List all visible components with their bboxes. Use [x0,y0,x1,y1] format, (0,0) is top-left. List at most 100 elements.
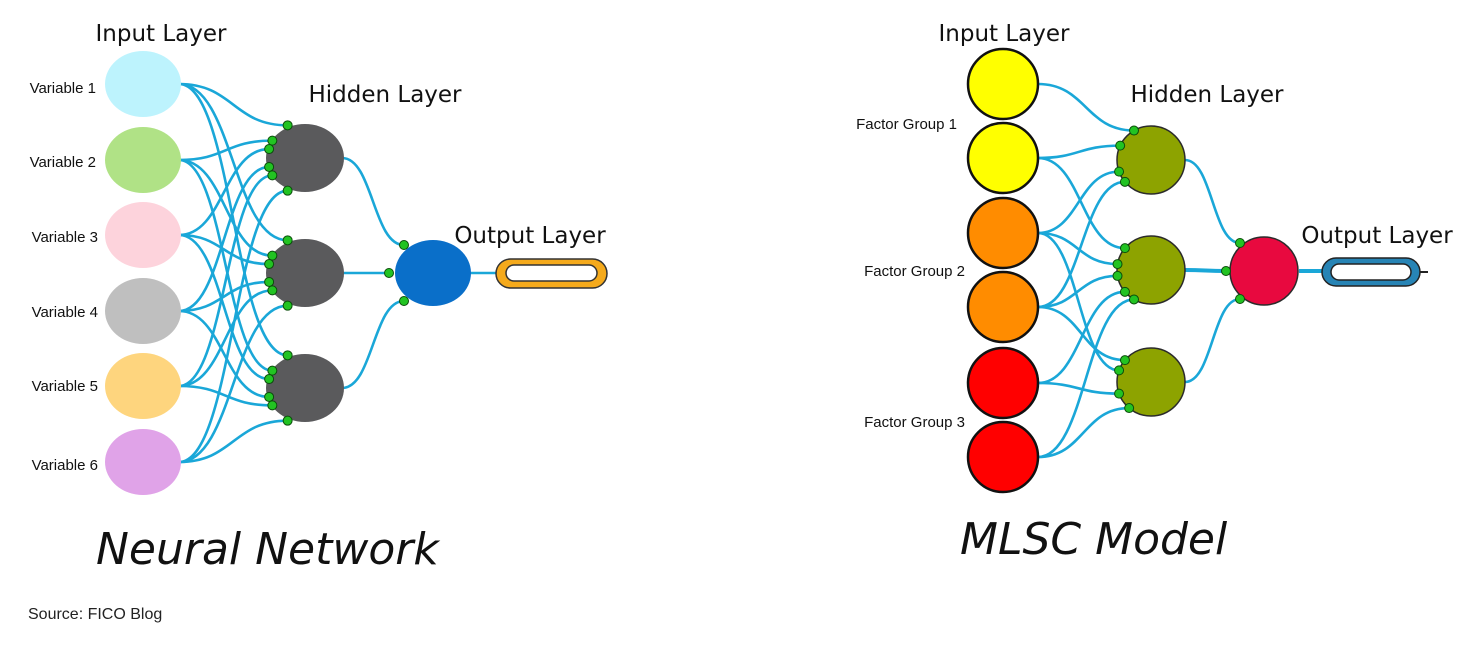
nn-input-hidden-edge [178,147,270,237]
mlsc-input-layer-title: Input Layer [939,21,1071,47]
nn-model-title: Neural Network [96,524,440,575]
nn-input-hidden-edge [178,82,288,242]
mlsc-input-hidden-edge [1037,82,1135,132]
nn-hidden-connector [282,300,293,311]
nn-hidden-connector [282,350,293,361]
nn-input-hidden-edge [178,158,273,257]
nn-input-hidden-edge [178,233,270,266]
mlsc-group-label: Factor Group 2 [864,263,965,280]
nn-input-node [105,127,181,193]
mlsc-hidden-connector [1129,294,1139,305]
mlsc-input-hidden-edge [1037,290,1126,385]
source-note: Source: FICO Blog [28,606,163,623]
nn-output-connector [399,296,409,306]
nn-output-connector [384,268,394,278]
nn-hidden-node [266,124,344,192]
mlsc-hidden-connector [1115,140,1126,151]
nn-input-hidden-edge [178,384,273,407]
nn-hidden-connector [282,415,293,426]
mlsc-output-connector [1235,238,1245,248]
mlsc-hidden-connector [1112,270,1123,281]
mlsc-input-hidden-edge [1037,406,1130,459]
mlsc-input-node [966,47,1040,121]
nn-output-layer-title: Output Layer [454,223,606,249]
nn-input-label: Variable 6 [32,457,98,474]
mlsc-hidden-connector [1129,125,1139,136]
mlsc-hidden-output-edge [1184,268,1227,273]
mlsc-hidden-connector [1124,403,1135,414]
nn-hidden-connector [267,365,278,376]
nn-hidden-node [266,354,344,422]
nn-input-node [105,202,181,268]
mlsc-group-label: Factor Group 1 [856,116,957,133]
nn-input-label: Variable 4 [32,304,98,321]
mlsc-input-node [966,270,1040,344]
nn-input-hidden-edge [178,165,270,313]
nn-input-hidden-edge [178,82,288,127]
nn-input-hidden-edge [178,139,273,162]
nn-hidden-connector [264,161,275,172]
mlsc-hidden-connector [1114,166,1125,177]
mlsc-hidden-node [1116,125,1186,195]
mlsc-input-hidden-edge [1037,274,1118,309]
nn-hidden-connector [282,235,293,246]
nn-hidden-output-edge [341,299,405,390]
nn-hidden-connector [267,250,278,261]
nn-input-node [105,278,181,344]
mlsc-output-connector [1235,294,1245,304]
nn-hidden-connector [264,144,275,155]
mlsc-hidden-connector [1114,388,1125,399]
nn-input-node [105,51,181,117]
nn-hidden-connector [282,185,293,196]
mlsc-hidden-connector [1112,259,1123,270]
nn-hidden-node [266,239,344,307]
mlsc-hidden-connector [1119,243,1130,254]
nn-hidden-layer-title: Hidden Layer [308,82,462,108]
nn-hidden-connector [267,400,278,411]
mlsc-input-hidden-edge [1037,231,1120,372]
mlsc-hidden-connector [1114,365,1125,376]
nn-hidden-connector [267,135,278,146]
nn-hidden-connector [264,374,275,385]
mlsc-input-node [966,420,1040,494]
nn-input-hidden-edge [178,174,273,388]
mlsc-hidden-connector [1119,286,1130,297]
nn-input-node [105,429,181,495]
mlsc-input-node [966,121,1040,195]
mlsc-hidden-node [1116,347,1186,417]
nn-input-hidden-edge [178,189,288,464]
mlsc-output-layer-title: Output Layer [1301,223,1453,249]
mlsc-hidden-connector [1119,355,1130,366]
mlsc-input-node [966,346,1040,420]
nn-input-hidden-edge [178,233,270,381]
mlsc-input-hidden-edge [1037,144,1121,160]
nn-hidden-connector [267,170,278,181]
nn-input-hidden-edge [178,82,288,357]
nn-input-layer-title: Input Layer [96,21,228,47]
nn-output-node [395,240,471,306]
mlsc-input-hidden-edge [1037,305,1125,362]
nn-hidden-connector [264,391,275,402]
mlsc-input-hidden-edge [1037,156,1126,250]
mlsc-input-hidden-edge [1037,180,1126,309]
nn-hidden-connector [264,259,275,270]
mlsc-input-node [966,196,1040,270]
nn-input-hidden-edge [178,309,270,399]
mlsc-input-hidden-edge [1037,170,1120,235]
mlsc-hidden-node [1116,235,1186,305]
nn-hidden-connector [264,276,275,287]
nn-input-label: Variable 1 [30,80,96,97]
nn-input-hidden-edge [178,289,273,388]
mlsc-hidden-output-edge [1184,158,1241,245]
nn-input-label: Variable 5 [32,378,98,395]
mlsc-group-label: Factor Group 3 [864,414,965,431]
nn-input-hidden-edge [178,304,288,464]
mlsc-input-hidden-edge [1037,298,1135,459]
nn-output-connector [399,240,409,250]
nn-hidden-output-edge [341,156,405,247]
mlsc-hidden-connector [1119,176,1130,187]
mlsc-input-hidden-edge [1037,381,1120,395]
nn-input-hidden-edge [178,419,288,464]
mlsc-model-title: MLSC Model [960,514,1228,565]
